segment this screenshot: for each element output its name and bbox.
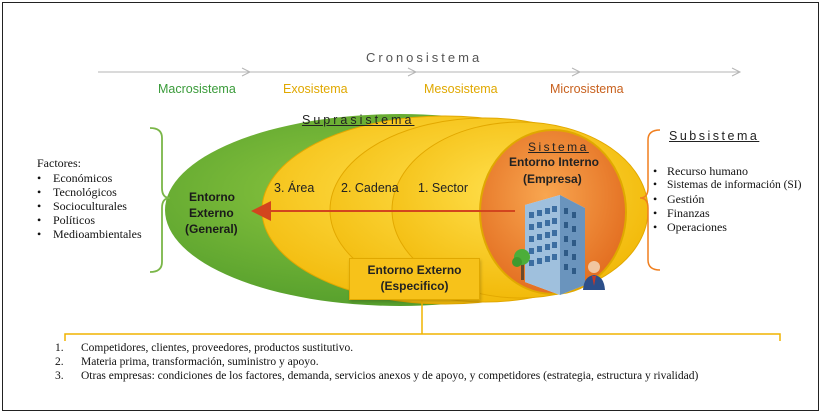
empresa-label: (Empresa): [523, 172, 582, 186]
entorno-general-line3: (General): [185, 222, 238, 236]
subsistema-title: Subsistema: [669, 129, 760, 143]
factores-item: Socioculturales: [35, 199, 142, 213]
sistema-label: Sistema: [528, 140, 589, 154]
macrosistema-label: Macrosistema: [158, 82, 236, 96]
ring-sector-label: 1. Sector: [418, 181, 469, 195]
building-icon: [525, 195, 585, 295]
ring-cadena-label: 2. Cadena: [341, 181, 399, 195]
mesosistema-label: Mesosistema: [424, 82, 498, 96]
entorno-especifico-line1: Entorno Externo: [367, 263, 462, 277]
person-icon: [583, 261, 605, 290]
subsistema-item: Sistemas de información (SI): [651, 178, 801, 192]
factores-bracket: [149, 127, 171, 273]
ring-area-label: 3. Área: [274, 181, 315, 195]
entorno-especifico-box: Entorno Externo (Especifico): [349, 258, 480, 300]
subsistema-list: Recurso humano Sistemas de información (…: [651, 164, 801, 234]
factores-item: Tecnológicos: [35, 185, 142, 199]
factores-item: Políticos: [35, 213, 142, 227]
factores-item: Económicos: [35, 171, 142, 185]
suprasistema-label: Suprasistema: [302, 113, 415, 127]
cronosistema-title: Cronosistema: [366, 50, 483, 65]
note-item: 3.Otras empresas: condiciones de los fac…: [55, 370, 699, 382]
note-item: 2.Materia prima, transformación, suminis…: [55, 356, 319, 368]
exosistema-label: Exosistema: [283, 82, 348, 96]
entorno-general-line2: Externo: [189, 206, 234, 220]
microsistema-label: Microsistema: [550, 82, 624, 96]
note-item: 1.Competidores, clientes, proveedores, p…: [55, 342, 354, 354]
factores-title: Factores:: [37, 156, 81, 170]
cronosistema-arrows: [98, 67, 742, 77]
factores-list: Económicos Tecnológicos Socioculturales …: [35, 171, 142, 241]
subsistema-item: Gestión: [651, 192, 801, 206]
subsistema-item: Operaciones: [651, 220, 801, 234]
subsistema-bracket: [639, 129, 661, 271]
notes-bracket: [64, 333, 781, 341]
entorno-general-line1: Entorno: [189, 190, 235, 204]
subsistema-item: Recurso humano: [651, 164, 801, 178]
notes-list: 1.Competidores, clientes, proveedores, p…: [55, 341, 801, 383]
entorno-especifico-line2: (Especifico): [380, 279, 449, 293]
factores-item: Medioambientales: [35, 227, 142, 241]
subsistema-item: Finanzas: [651, 206, 801, 220]
tree-icon: [512, 249, 530, 280]
entorno-interno-label: Entorno Interno: [509, 155, 599, 169]
